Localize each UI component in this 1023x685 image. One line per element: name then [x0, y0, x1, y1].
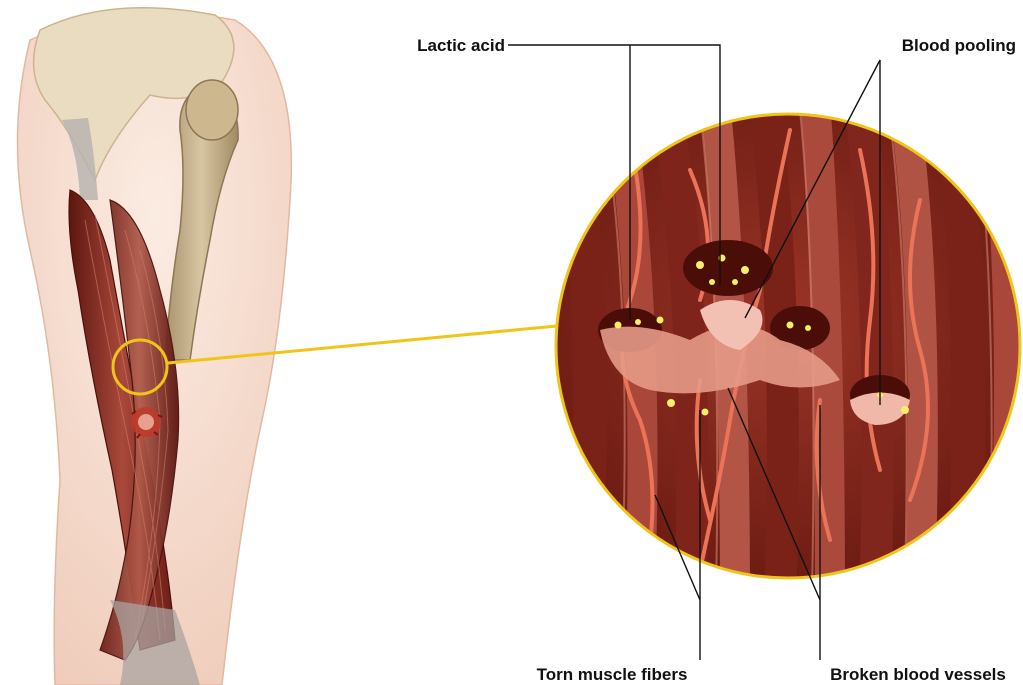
- label-torn-muscle-fibers: Torn muscle fibers: [537, 665, 688, 684]
- leg-illustration: [18, 8, 292, 685]
- label-lactic-acid: Lactic acid: [417, 36, 505, 55]
- femur-head: [186, 80, 238, 140]
- label-broken-blood-vessels: Broken blood vessels: [830, 665, 1006, 684]
- label-blood-pooling: Blood pooling: [902, 36, 1016, 55]
